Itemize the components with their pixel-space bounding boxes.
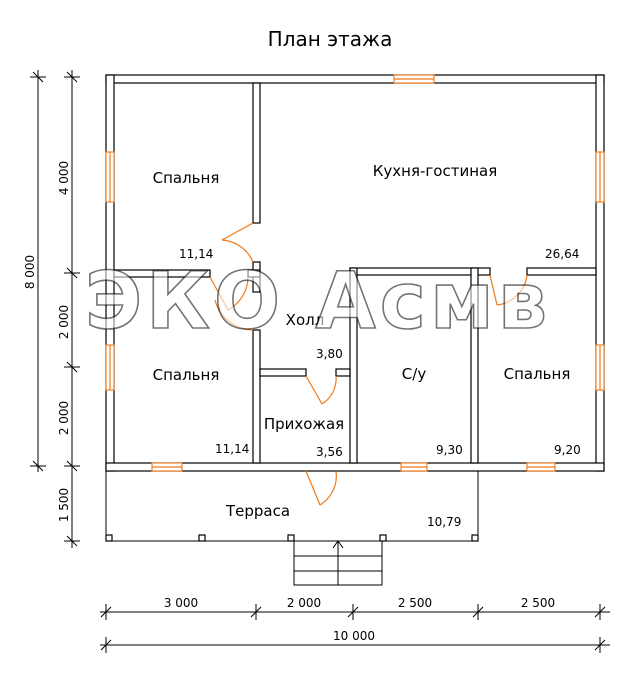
left-dimensions: 4 000 2 000 2 000 1 500 8 000: [23, 70, 80, 548]
room-area-bedroom-3: 9,20: [554, 443, 581, 457]
room-name-kitchen: Кухня-гостиная: [373, 162, 497, 180]
interior-walls: [113, 82, 597, 464]
room-area-entry: 3,56: [316, 445, 343, 459]
dim-bottom-total: 10 000: [333, 629, 375, 643]
dim-left-1: 4 000: [57, 161, 71, 195]
doors: [209, 222, 528, 506]
room-name-terrace: Терраса: [225, 502, 290, 520]
room-name-bedroom-2: Спальня: [153, 366, 220, 384]
plan-title: План этажа: [268, 27, 393, 51]
room-name-bedroom-3: Спальня: [504, 365, 571, 383]
room-area-bedroom-2: 11,14: [215, 442, 249, 456]
room-area-kitchen: 26,64: [545, 247, 579, 261]
dim-bottom-3: 2 500: [398, 596, 432, 610]
room-area-terrace: 10,79: [427, 515, 461, 529]
dim-left-3: 2 000: [57, 401, 71, 435]
dim-left-total: 8 000: [23, 255, 37, 289]
room-area-bathroom: 9,30: [436, 443, 463, 457]
dim-bottom-1: 3 000: [164, 596, 198, 610]
room-name-entry: Прихожая: [264, 415, 344, 433]
dim-left-2: 2 000: [57, 305, 71, 339]
watermark: ЭКО Асмв: [85, 257, 551, 347]
dim-bottom-2: 2 000: [287, 596, 321, 610]
dim-left-4: 1 500: [57, 488, 71, 522]
bottom-dimensions: 3 000 2 000 2 500 2 500 10 000: [100, 596, 610, 653]
terrace-outline: [105, 471, 479, 586]
room-labels: Спальня 11,14 Кухня-гостиная 26,64 Холл …: [153, 162, 581, 529]
room-name-hall: Холл: [286, 311, 325, 329]
room-name-bedroom-1: Спальня: [153, 169, 220, 187]
room-area-bedroom-1: 11,14: [179, 247, 213, 261]
windows: [105, 74, 605, 472]
room-name-bathroom: С/у: [402, 365, 427, 383]
room-area-hall: 3,80: [316, 347, 343, 361]
dim-bottom-4: 2 500: [521, 596, 555, 610]
